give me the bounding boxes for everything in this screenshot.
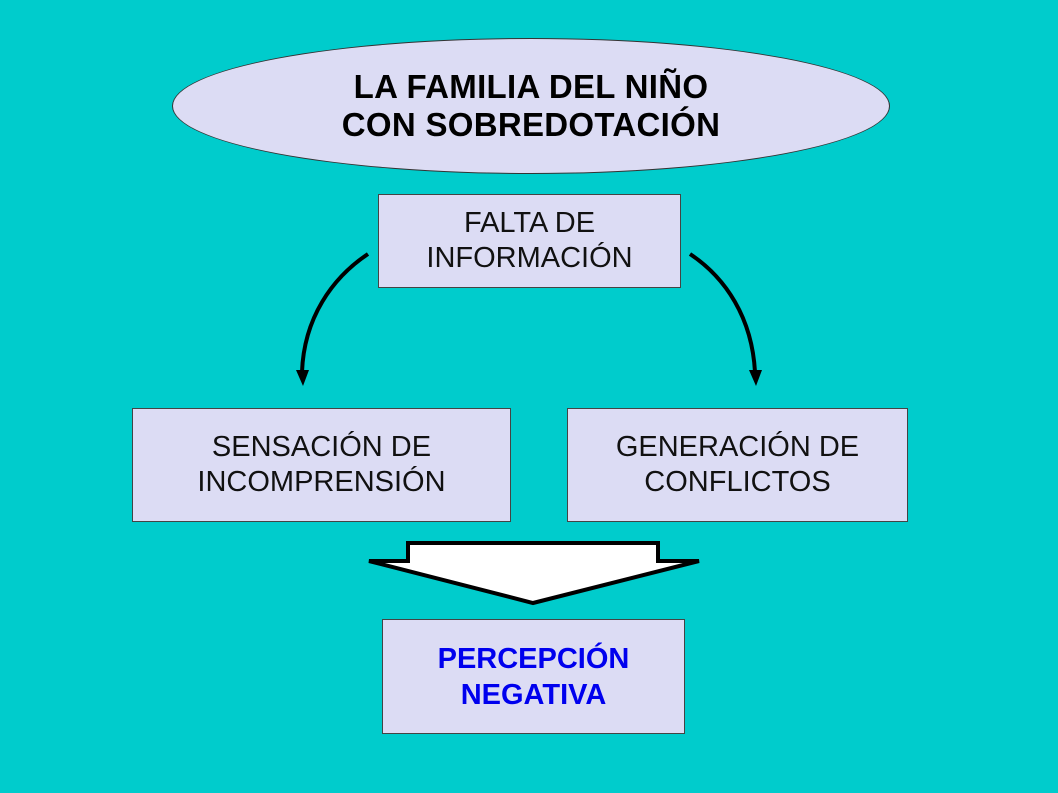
title-line-2: CON SOBREDOTACIÓN [341,106,721,143]
title-line-1: LA FAMILIA DEL NIÑO [353,68,709,105]
percepcion-negativa-box: PERCEPCIÓN NEGATIVA [382,619,685,734]
percepcion-negativa-line-2: NEGATIVA [460,678,607,711]
arrow-to-incomprension [300,252,370,373]
conflictos-line-2: CONFLICTOS [644,466,831,498]
arrow-to-conflictos [688,252,757,373]
arrow-head-right-icon [749,370,762,386]
conflictos-line-1: GENERACIÓN DE [615,431,860,463]
falta-informacion-box: FALTA DE INFORMACIÓN [378,194,681,288]
percepcion-negativa-line-1: PERCEPCIÓN [437,642,630,675]
conflictos-box: GENERACIÓN DE CONFLICTOS [567,408,908,522]
block-down-arrow-icon [368,541,700,606]
falta-informacion-line-1: FALTA DE [463,207,596,239]
incomprension-line-2: INCOMPRENSIÓN [197,466,446,498]
falta-informacion-line-2: INFORMACIÓN [426,242,633,274]
incomprension-line-1: SENSACIÓN DE [211,431,432,463]
incomprension-box: SENSACIÓN DE INCOMPRENSIÓN [132,408,511,522]
title-ellipse: LA FAMILIA DEL NIÑO CON SOBREDOTACIÓN [172,38,890,174]
arrow-head-left-icon [296,370,309,386]
